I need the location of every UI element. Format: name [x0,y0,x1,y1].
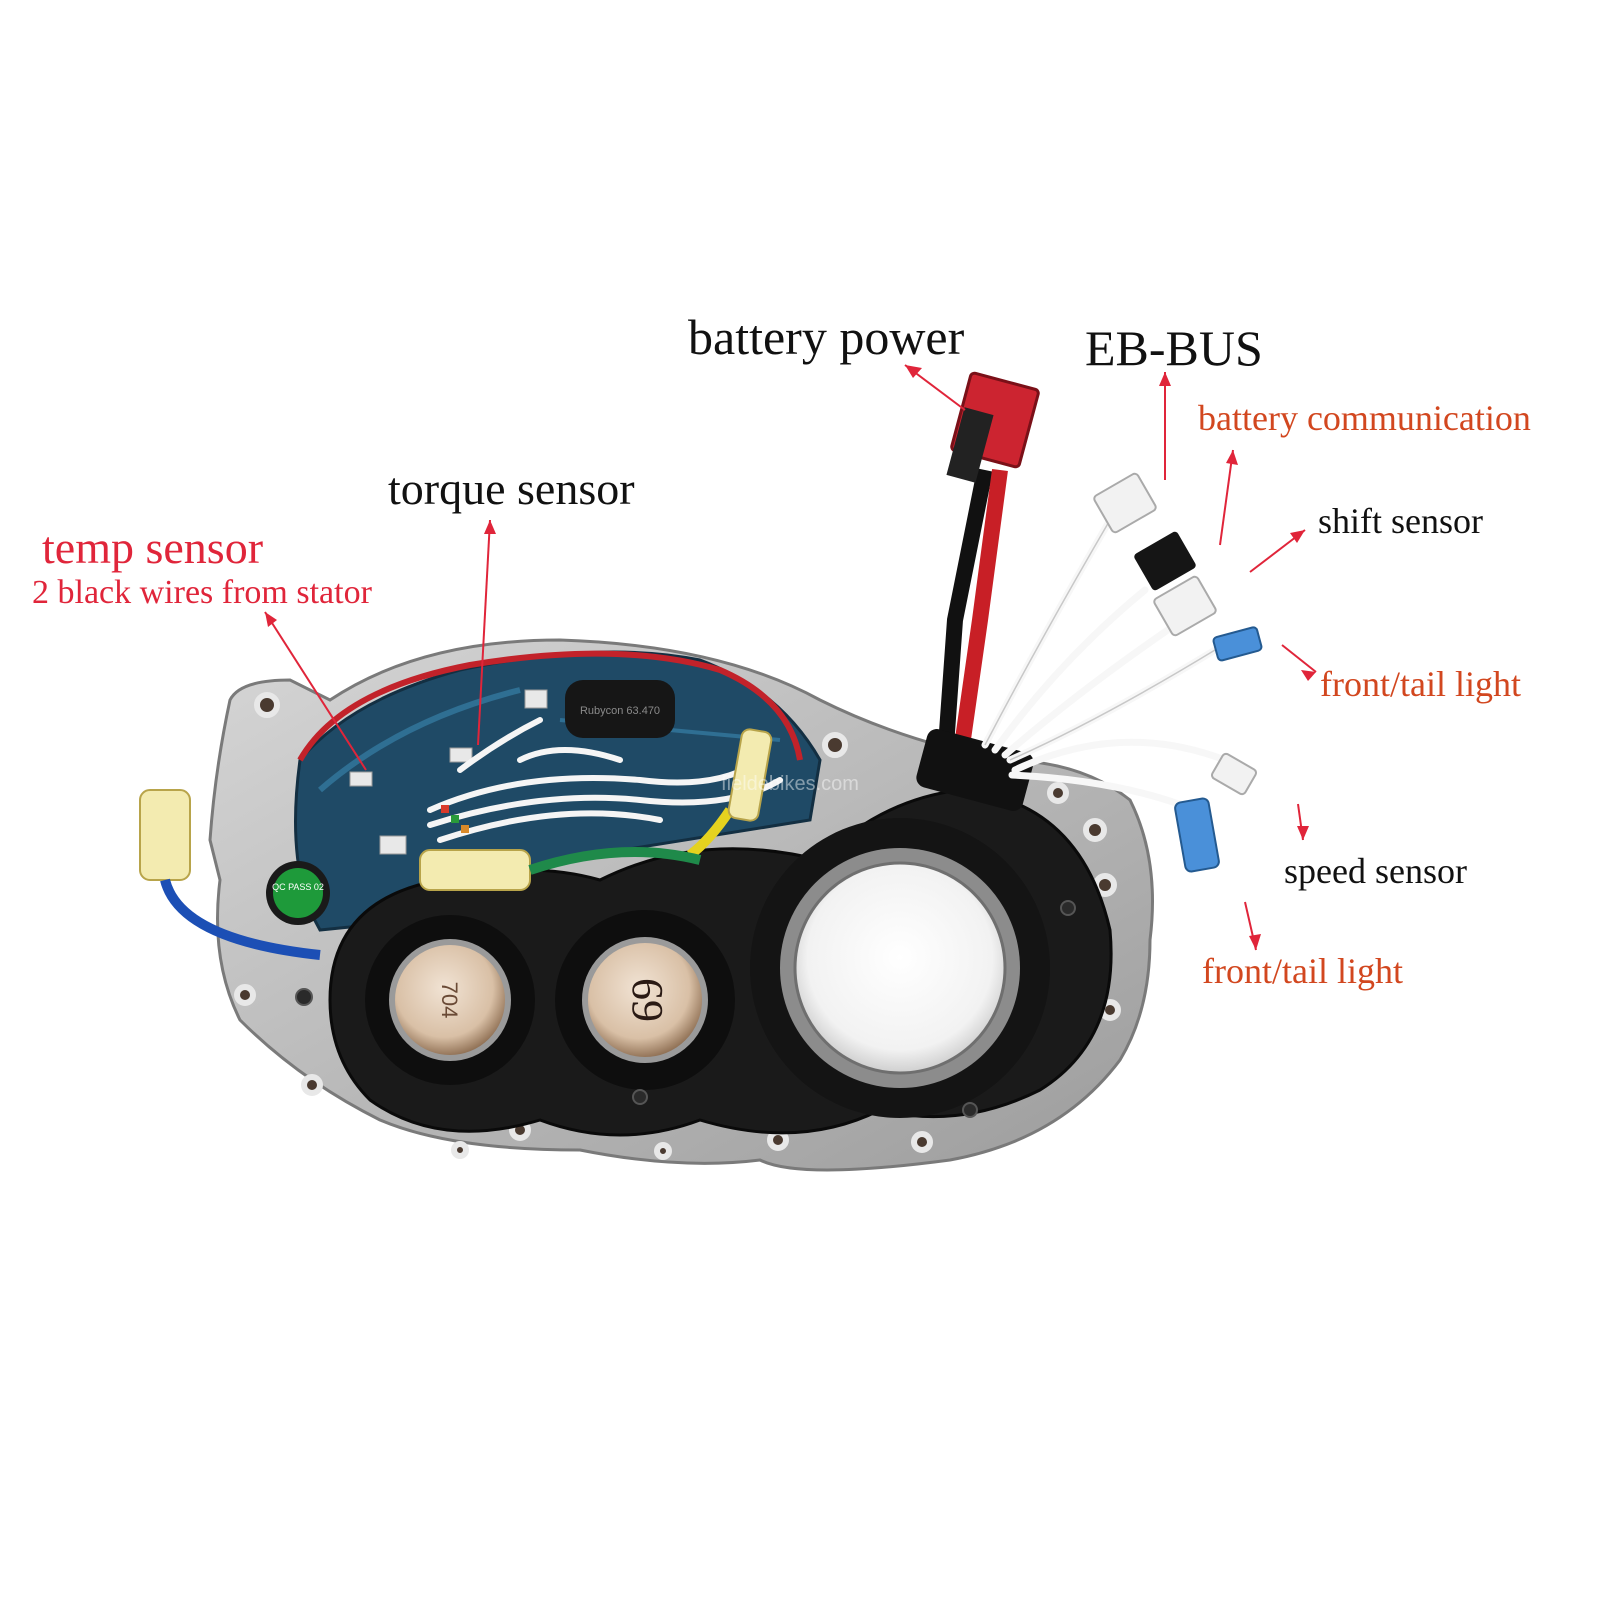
arrow-front-tail-light-upper [1281,644,1317,673]
bearing-mid-marking: 69 [623,978,672,1022]
label-eb-bus: EB-BUS [1085,320,1263,376]
label-shift-sensor: shift sensor [1318,501,1483,541]
watermark: fieldebikes.com [721,773,859,795]
callout-arrows [264,364,1317,951]
arrow-battery-communication [1219,449,1234,546]
label-battery-communication: battery communication [1198,398,1531,438]
label-torque-sensor: torque sensor [388,463,635,514]
qc-sticker-text: QC PASS 02 [272,882,324,892]
arrow-torque-sensor [477,519,491,746]
label-temp-sensor-note: 2 black wires from stator [32,574,372,611]
label-temp-sensor: temp sensor [42,522,264,573]
capacitor-marking: Rubycon 63.470 [580,705,660,717]
label-front-tail-light-upper: front/tail light [1320,664,1521,704]
bearing-left-marking: 704 [437,982,462,1019]
label-speed-sensor: speed sensor [1284,851,1467,891]
arrow-temp-sensor [264,611,367,771]
label-front-tail-light-lower: front/tail light [1202,951,1403,991]
label-battery-power: battery power [688,309,965,365]
